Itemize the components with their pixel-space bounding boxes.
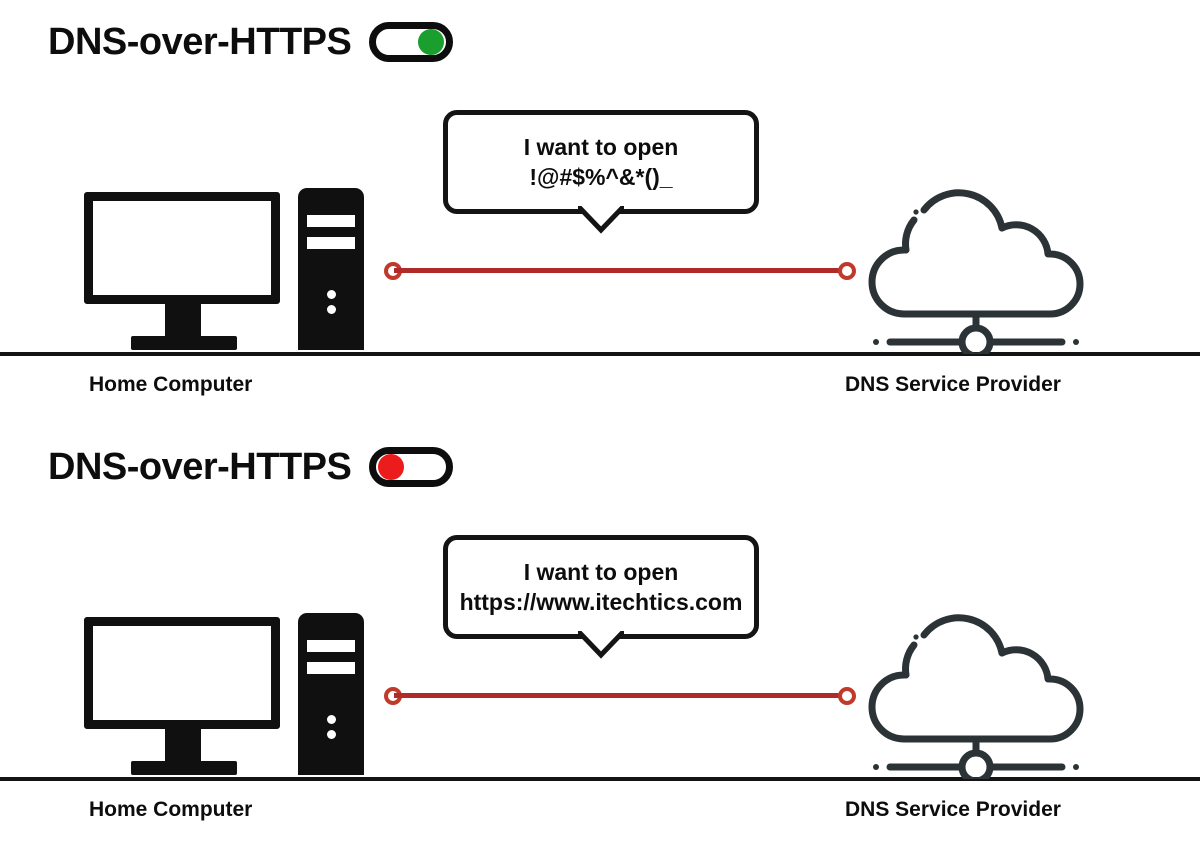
monitor-screen-top: [84, 192, 280, 304]
tower-led-dot-icon: [327, 305, 336, 314]
caption-home-computer-bottom: Home Computer: [89, 798, 253, 821]
tower-drive-slot-icon: [307, 640, 355, 652]
monitor-base-bottom: [131, 761, 237, 775]
tower-power-dot-icon: [327, 715, 336, 724]
speech-bubble-tail-icon: [578, 631, 624, 661]
monitor-base-top: [131, 336, 237, 350]
speech-bubble-top: I want to open !@#$%^&*()_: [443, 110, 759, 234]
bubble-line-2: https://www.itechtics.com: [459, 589, 743, 615]
scene-doh-disabled: I want to open https://www.itechtics.com: [0, 425, 1200, 850]
connection-line-top: [394, 268, 846, 273]
caption-dns-provider-bottom: DNS Service Provider: [845, 798, 1061, 821]
bubble-line-2: !@#$%^&*()_: [529, 164, 673, 190]
caption-dns-provider-top: DNS Service Provider: [845, 373, 1061, 396]
panel-doh-enabled: DNS-over-HTTPS I want to ope: [0, 0, 1200, 425]
connection-endpoint-right-icon: [838, 687, 856, 705]
tower-drive-slot-icon: [307, 237, 355, 249]
doh-toggle-on[interactable]: [369, 22, 454, 62]
connection-link-top: [380, 258, 860, 284]
page-title-doh-disabled: DNS-over-HTTPS: [48, 446, 352, 488]
caption-home-computer-top: Home Computer: [89, 373, 253, 396]
cloud-network-icon-bottom: [862, 613, 1100, 779]
doh-toggle-off[interactable]: [369, 447, 454, 487]
computer-tower-bottom: [298, 613, 364, 775]
tower-drive-slot-icon: [307, 215, 355, 227]
computer-tower-top: [298, 188, 364, 350]
monitor-screen-bottom: [84, 617, 280, 729]
desktop-computer-icon-bottom: [84, 613, 374, 779]
panel-doh-disabled: DNS-over-HTTPS I want to open https:/: [0, 425, 1200, 850]
bubble-line-1: I want to open: [523, 558, 679, 585]
page-title-doh-enabled: DNS-over-HTTPS: [48, 21, 352, 63]
speech-bubble-bottom: I want to open https://www.itechtics.com: [443, 535, 759, 659]
desktop-computer-icon-top: [84, 188, 374, 354]
connection-endpoint-right-icon: [838, 262, 856, 280]
tower-drive-slot-icon: [307, 662, 355, 674]
bubble-line-1: I want to open: [523, 133, 679, 160]
cloud-network-icon-top: [862, 188, 1100, 354]
ground-line-bottom: [0, 777, 1200, 781]
speech-bubble-tail-icon: [578, 206, 624, 236]
toggle-knob-red: [378, 454, 405, 480]
ground-line-top: [0, 352, 1200, 356]
heading-row-top: DNS-over-HTTPS: [48, 21, 454, 63]
scene-doh-enabled: I want to open !@#$%^&*()_: [0, 0, 1200, 425]
connection-line-bottom: [394, 693, 846, 698]
tower-power-dot-icon: [327, 290, 336, 299]
monitor-neck-top: [165, 304, 201, 338]
connection-link-bottom: [380, 683, 860, 709]
heading-row-bottom: DNS-over-HTTPS: [48, 446, 454, 488]
toggle-knob-green: [418, 29, 445, 55]
tower-led-dot-icon: [327, 730, 336, 739]
monitor-neck-bottom: [165, 729, 201, 763]
